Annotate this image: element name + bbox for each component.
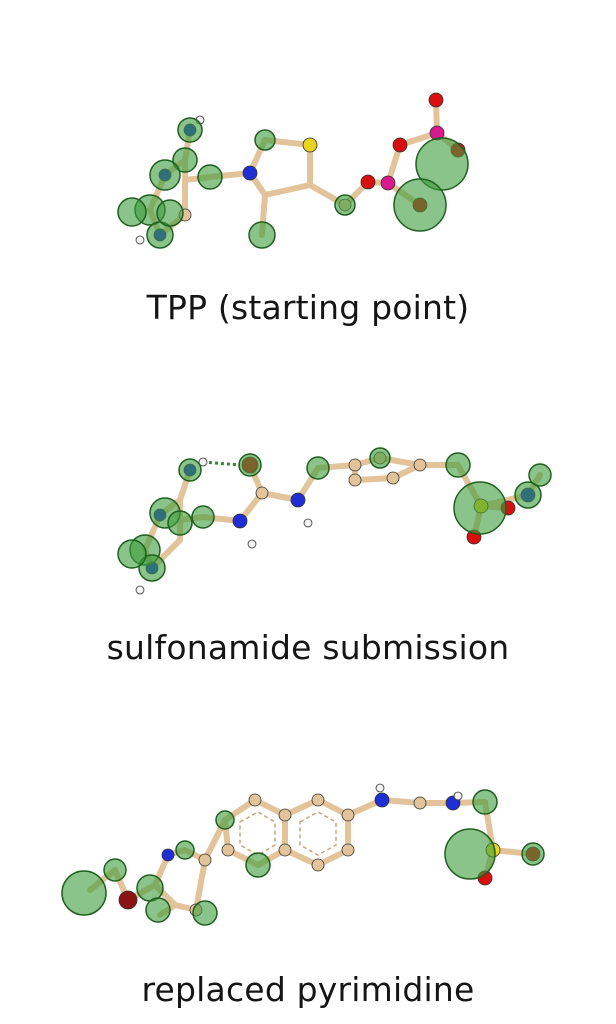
molecule-panel-sulfonamide [0, 420, 616, 620]
caption-sulfonamide: sulfonamide submission [106, 628, 510, 667]
aromatic-dashes [239, 811, 337, 856]
molecule-structure-tpp [117, 92, 469, 249]
pharmacophore-spheres [117, 117, 469, 249]
molecule-panel-replaced-pyrimidine [0, 760, 616, 960]
hbond-line [202, 460, 241, 467]
caption-replaced-pyrimidine: replaced pyrimidine [141, 970, 475, 1009]
molecule-structure-replaced-pyrimidine [61, 783, 545, 926]
pharmacophore-spheres [117, 447, 552, 582]
molecule-structure-sulfonamide [117, 447, 552, 595]
pharmacophore-spheres [61, 789, 545, 926]
molecule-panel-tpp [0, 80, 616, 280]
caption-tpp: TPP (starting point) [146, 288, 470, 327]
